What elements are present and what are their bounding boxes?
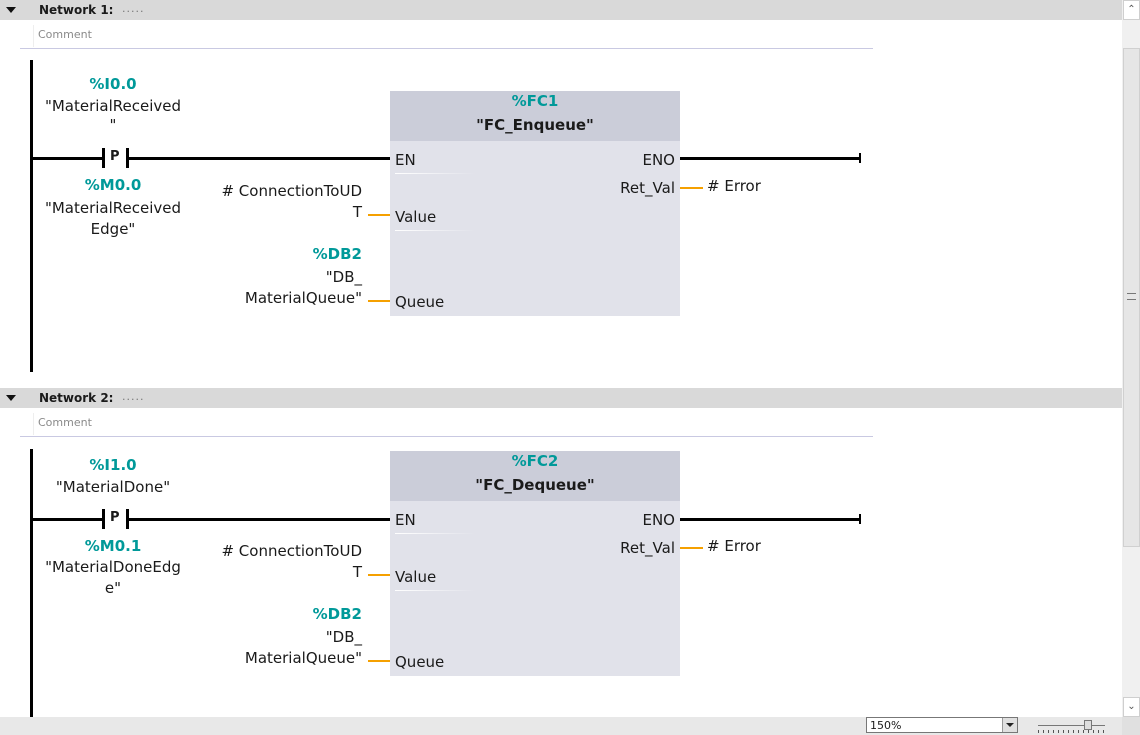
contact-type: P (110, 149, 120, 164)
function-call-box[interactable]: %FC2 "FC_Dequeue" EN ENO Ret_Val Value Q… (390, 451, 680, 676)
network-header[interactable]: Network 2: ..... (0, 388, 1122, 408)
contact-type: P (110, 510, 120, 525)
wire (128, 157, 390, 160)
contact-tag-name[interactable]: "MaterialReceived (44, 97, 182, 115)
edge-memory-tag-name[interactable]: e" (104, 579, 122, 597)
edge-memory-address[interactable]: %M0.1 (84, 537, 142, 555)
queue-address[interactable]: %DB2 (312, 245, 362, 263)
eno-wire (680, 157, 860, 160)
value-operand[interactable]: T (352, 203, 362, 221)
value-operand[interactable]: # ConnectionToUD (221, 542, 362, 560)
queue-operand[interactable]: MaterialQueue" (244, 289, 362, 307)
pin-en: EN (395, 151, 416, 169)
pin-ret-val: Ret_Val (620, 539, 675, 557)
network-header[interactable]: Network 1: ..... (0, 0, 1122, 20)
comment-placeholder: Comment (38, 416, 92, 429)
zoom-slider-handle[interactable] (1084, 720, 1093, 730)
pin-eno: ENO (642, 151, 675, 169)
chevron-down-icon[interactable] (1002, 718, 1017, 732)
zoom-select[interactable]: 150% (866, 717, 1018, 733)
contact-tag-name[interactable]: " (109, 116, 117, 134)
pin-queue: Queue (395, 293, 445, 311)
divider (20, 436, 873, 437)
collapse-triangle-icon[interactable] (6, 395, 16, 401)
vertical-scrollbar[interactable]: ⌃ ⌄ (1122, 0, 1140, 717)
network-comment-field[interactable]: Comment (33, 25, 874, 47)
block-header (390, 451, 680, 501)
param-wire (368, 300, 390, 302)
pin-eno: ENO (642, 511, 675, 529)
edge-memory-tag-name[interactable]: Edge" (90, 220, 136, 238)
scroll-up-button[interactable]: ⌃ (1123, 0, 1140, 20)
scroll-down-button[interactable]: ⌄ (1123, 697, 1140, 717)
wire (128, 518, 390, 521)
network-comment-field[interactable]: Comment (33, 413, 874, 435)
divider (20, 48, 873, 49)
pin-value: Value (395, 568, 437, 586)
zoom-value: 150% (870, 719, 902, 732)
block-name[interactable]: "FC_Enqueue" (476, 116, 594, 134)
ret-val-operand[interactable]: # Error (707, 537, 761, 555)
pin-value: Value (395, 208, 437, 226)
value-operand[interactable]: T (352, 563, 362, 581)
comment-placeholder: Comment (38, 28, 92, 41)
block-address[interactable]: %FC2 (511, 452, 559, 470)
network-title: Network 2: (39, 391, 114, 405)
edge-memory-tag-name[interactable]: "MaterialDoneEdg (45, 558, 181, 576)
param-wire (368, 214, 390, 216)
contact-address[interactable]: %I1.0 (89, 456, 137, 474)
queue-operand[interactable]: MaterialQueue" (244, 649, 362, 667)
scroll-corner (1122, 717, 1140, 735)
contact-tag-name[interactable]: "MaterialDone" (55, 478, 171, 496)
power-rail (30, 60, 33, 372)
wire (30, 518, 103, 521)
queue-address[interactable]: %DB2 (312, 605, 362, 623)
scrollbar-thumb[interactable] (1123, 48, 1140, 547)
network-title-placeholder[interactable]: ..... (122, 390, 145, 403)
grip-icon (1127, 293, 1136, 300)
function-call-box[interactable]: %FC1 "FC_Enqueue" EN ENO Ret_Val Value Q… (390, 91, 680, 316)
pin-ret-val: Ret_Val (620, 179, 675, 197)
param-wire (680, 547, 703, 549)
status-bar: 150% (0, 717, 1122, 735)
network-title-placeholder[interactable]: ..... (122, 2, 145, 15)
param-wire (680, 187, 703, 189)
rung-end-icon (859, 153, 861, 163)
contact-address[interactable]: %I0.0 (89, 75, 137, 93)
edge-memory-tag-name[interactable]: "MaterialReceived (44, 199, 182, 217)
network-title: Network 1: (39, 3, 114, 17)
rung-end-icon (859, 514, 861, 524)
block-address[interactable]: %FC1 (511, 92, 559, 110)
ret-val-operand[interactable]: # Error (707, 177, 761, 195)
block-header (390, 91, 680, 141)
wire (30, 157, 103, 160)
zoom-slider-ticks (1038, 730, 1105, 733)
pin-queue: Queue (395, 653, 445, 671)
block-name[interactable]: "FC_Dequeue" (475, 476, 595, 494)
power-rail (30, 449, 33, 717)
queue-operand[interactable]: "DB_ (325, 268, 362, 286)
p-edge-contact[interactable]: P (100, 148, 132, 168)
edge-memory-address[interactable]: %M0.0 (84, 176, 142, 194)
pin-en: EN (395, 511, 416, 529)
collapse-triangle-icon[interactable] (6, 7, 16, 13)
param-wire (368, 660, 390, 662)
value-operand[interactable]: # ConnectionToUD (221, 182, 362, 200)
zoom-slider[interactable] (1038, 720, 1105, 730)
p-edge-contact[interactable]: P (100, 509, 132, 529)
queue-operand[interactable]: "DB_ (325, 628, 362, 646)
eno-wire (680, 518, 860, 521)
param-wire (368, 574, 390, 576)
